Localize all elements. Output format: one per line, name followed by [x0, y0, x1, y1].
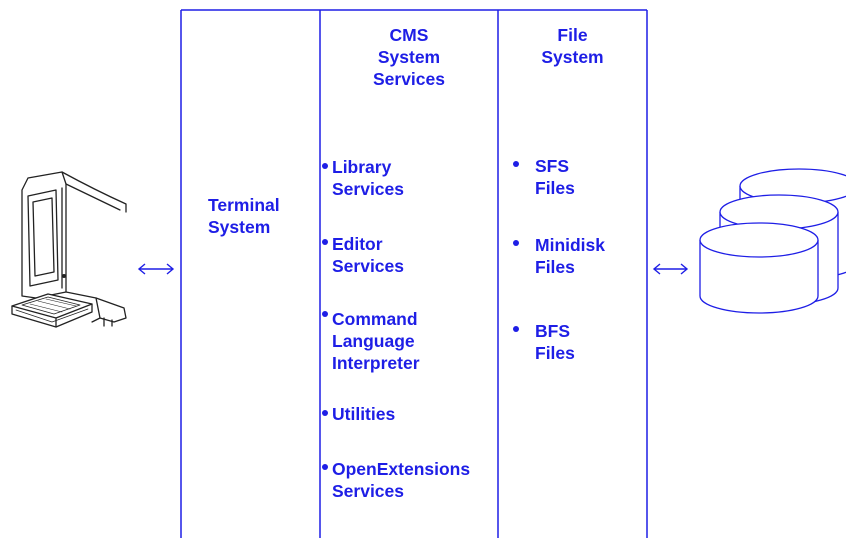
command-language-interpreter-bullet-icon — [322, 311, 328, 317]
cms-item-utilities: Utilities — [332, 404, 396, 424]
editor-services-bullet-icon — [322, 239, 328, 245]
terminal-system-label: Terminal System — [208, 195, 280, 237]
file-item-bfs-files: BFS Files — [535, 321, 575, 363]
cms-item-command-language-interpreter: Command Language Interpreter — [332, 309, 420, 373]
computer-terminal-icon — [11, 171, 127, 328]
disk-storage-icon — [699, 168, 846, 314]
left-bidirectional-arrow-icon — [137, 263, 175, 275]
cms-item-openextensions-services: OpenExtensions Services — [332, 459, 471, 501]
library-services-bullet-icon — [322, 163, 328, 169]
column-frame — [180, 9, 648, 538]
cms-item-library-services: Library Services — [332, 157, 405, 199]
minidisk-files-bullet-icon — [513, 240, 519, 246]
file-system-header: File System — [541, 25, 604, 67]
cms-item-editor-services: Editor Services — [332, 234, 405, 276]
file-item-minidisk-files: Minidisk Files — [535, 235, 606, 277]
cms-system-services-header: CMS System Services — [372, 25, 445, 89]
right-bidirectional-arrow-icon — [652, 263, 689, 275]
bfs-files-bullet-icon — [513, 326, 519, 332]
openextensions-services-bullet-icon — [322, 464, 328, 470]
file-item-sfs-files: SFS Files — [535, 156, 575, 198]
sfs-files-bullet-icon — [513, 161, 519, 167]
utilities-bullet-icon — [322, 410, 328, 416]
